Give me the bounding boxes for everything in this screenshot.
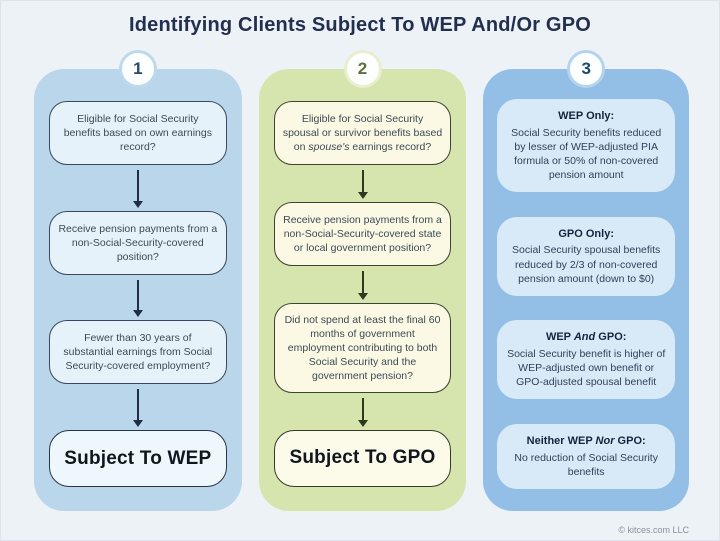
question-text: Eligible for Social Security spousal or … (282, 112, 443, 154)
question-box: Eligible for Social Security benefits ba… (49, 101, 227, 165)
result-box-wep: Subject To WEP (49, 430, 227, 488)
outcome-body: Social Security benefit is higher of WEP… (507, 348, 666, 389)
result-text: Subject To WEP (64, 447, 212, 469)
step-number-badge-2: 2 (343, 50, 382, 88)
column-gpo-flow: 2 Eligible for Social Security spousal o… (258, 50, 467, 511)
question-text: Eligible for Social Security benefits ba… (63, 112, 212, 154)
down-arrow-icon (274, 168, 452, 199)
result-box-gpo: Subject To GPO (273, 429, 452, 487)
column-outcomes: 3 WEP Only: Social Security benefits red… (483, 50, 690, 511)
column-wep-flow: 1 Eligible for Social Security benefits … (34, 50, 242, 511)
step-number-badge-1: 1 (118, 50, 157, 88)
question-text: Receive pension payments from a non-Soci… (283, 213, 442, 254)
outcome-box-wep-only: WEP Only: Social Security benefits reduc… (497, 99, 676, 192)
down-arrow-icon (49, 278, 227, 318)
outcome-box-gpo-only: GPO Only: Social Security spousal benefi… (497, 216, 676, 296)
outcome-heading: WEP And GPO: (545, 331, 627, 344)
down-arrow-icon (274, 269, 452, 300)
question-text: Receive pension payments from a non-Soci… (58, 222, 218, 263)
down-arrow-icon (49, 168, 227, 208)
question-box: Fewer than 30 years of substantial earni… (49, 320, 227, 385)
question-text: Did not spend at least the final 60 mont… (284, 313, 441, 383)
outcome-body: Social Security spousal benefits reduced… (512, 244, 661, 285)
italic-word: spouse's (308, 141, 350, 154)
outcome-heading: Neither WEP Nor GPO: (526, 435, 646, 448)
outcome-body: Social Security benefits reduced by less… (511, 126, 662, 181)
step-number-label: 2 (357, 59, 368, 78)
step-number-badge-3: 3 (567, 50, 606, 88)
outcome-heading: WEP Only: (558, 110, 615, 122)
step-number-label: 3 (581, 59, 591, 78)
question-box: Did not spend at least the final 60 mont… (273, 302, 452, 394)
copyright-credit: © kitces.com LLC (618, 525, 689, 535)
outcome-box-neither: Neither WEP Nor GPO: No reduction of Soc… (497, 424, 676, 489)
outcome-box-wep-and-gpo: WEP And GPO: Social Security benefit is … (497, 320, 676, 400)
columns-row: 1 Eligible for Social Security benefits … (34, 50, 690, 511)
question-box: Receive pension payments from a non-Soci… (273, 201, 452, 266)
outcome-body: No reduction of Social Security benefits (514, 451, 658, 478)
italic-word: Nor (595, 435, 615, 448)
question-box: Receive pension payments from a non-Soci… (49, 210, 227, 275)
question-box: Eligible for Social Security spousal or … (273, 101, 452, 165)
page-title: Identifying Clients Subject To WEP And/O… (129, 14, 591, 36)
question-text: Fewer than 30 years of substantial earni… (63, 332, 213, 373)
down-arrow-icon (274, 396, 452, 427)
step-number-label: 1 (133, 59, 143, 78)
down-arrow-icon (49, 387, 227, 427)
italic-word: And (573, 331, 596, 344)
result-text: Subject To GPO (289, 447, 436, 469)
outcome-heading: GPO Only: (558, 227, 614, 240)
